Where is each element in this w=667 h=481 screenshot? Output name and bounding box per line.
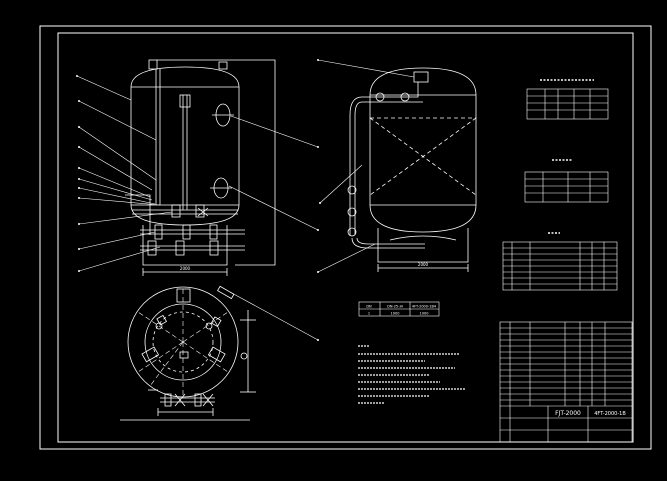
- technical-notes: [358, 345, 465, 404]
- outer-frame: [39, 25, 652, 450]
- center-table-r1c2: 1000: [420, 312, 429, 316]
- plan-view: [120, 285, 256, 421]
- side-base-dimension: 2000: [418, 262, 429, 267]
- front-base-dimension: 2000: [180, 266, 191, 271]
- inner-frame: [57, 32, 634, 443]
- side-leader-lines: [317, 59, 415, 273]
- title-block: [499, 321, 633, 443]
- center-table-r0c1: DN-25-J4: [387, 305, 404, 309]
- center-table-r0c0: DN: [366, 305, 372, 309]
- center-table-r1c1: 1000: [391, 312, 400, 316]
- nozzle-table: [524, 171, 609, 203]
- front-leader-dots: [76, 59, 321, 273]
- parts-table: [502, 241, 618, 291]
- title-block-drawing-no: FJT-2000: [555, 410, 581, 417]
- center-table-r0c2: 4FT-2000-1B4: [412, 305, 437, 309]
- side-elevation-view: [347, 67, 477, 272]
- vessel-shell: [130, 66, 240, 226]
- front-elevation-view: [125, 59, 276, 276]
- parameter-table: [526, 88, 609, 120]
- plan-leader-lines: [229, 291, 319, 341]
- title-block-code: 4FT-2000-1B: [594, 411, 626, 417]
- front-leader-lines: [76, 75, 319, 272]
- center-table: [358, 301, 440, 317]
- center-table-r1c0: 1: [368, 312, 370, 316]
- side-vessel-shell: [369, 67, 477, 233]
